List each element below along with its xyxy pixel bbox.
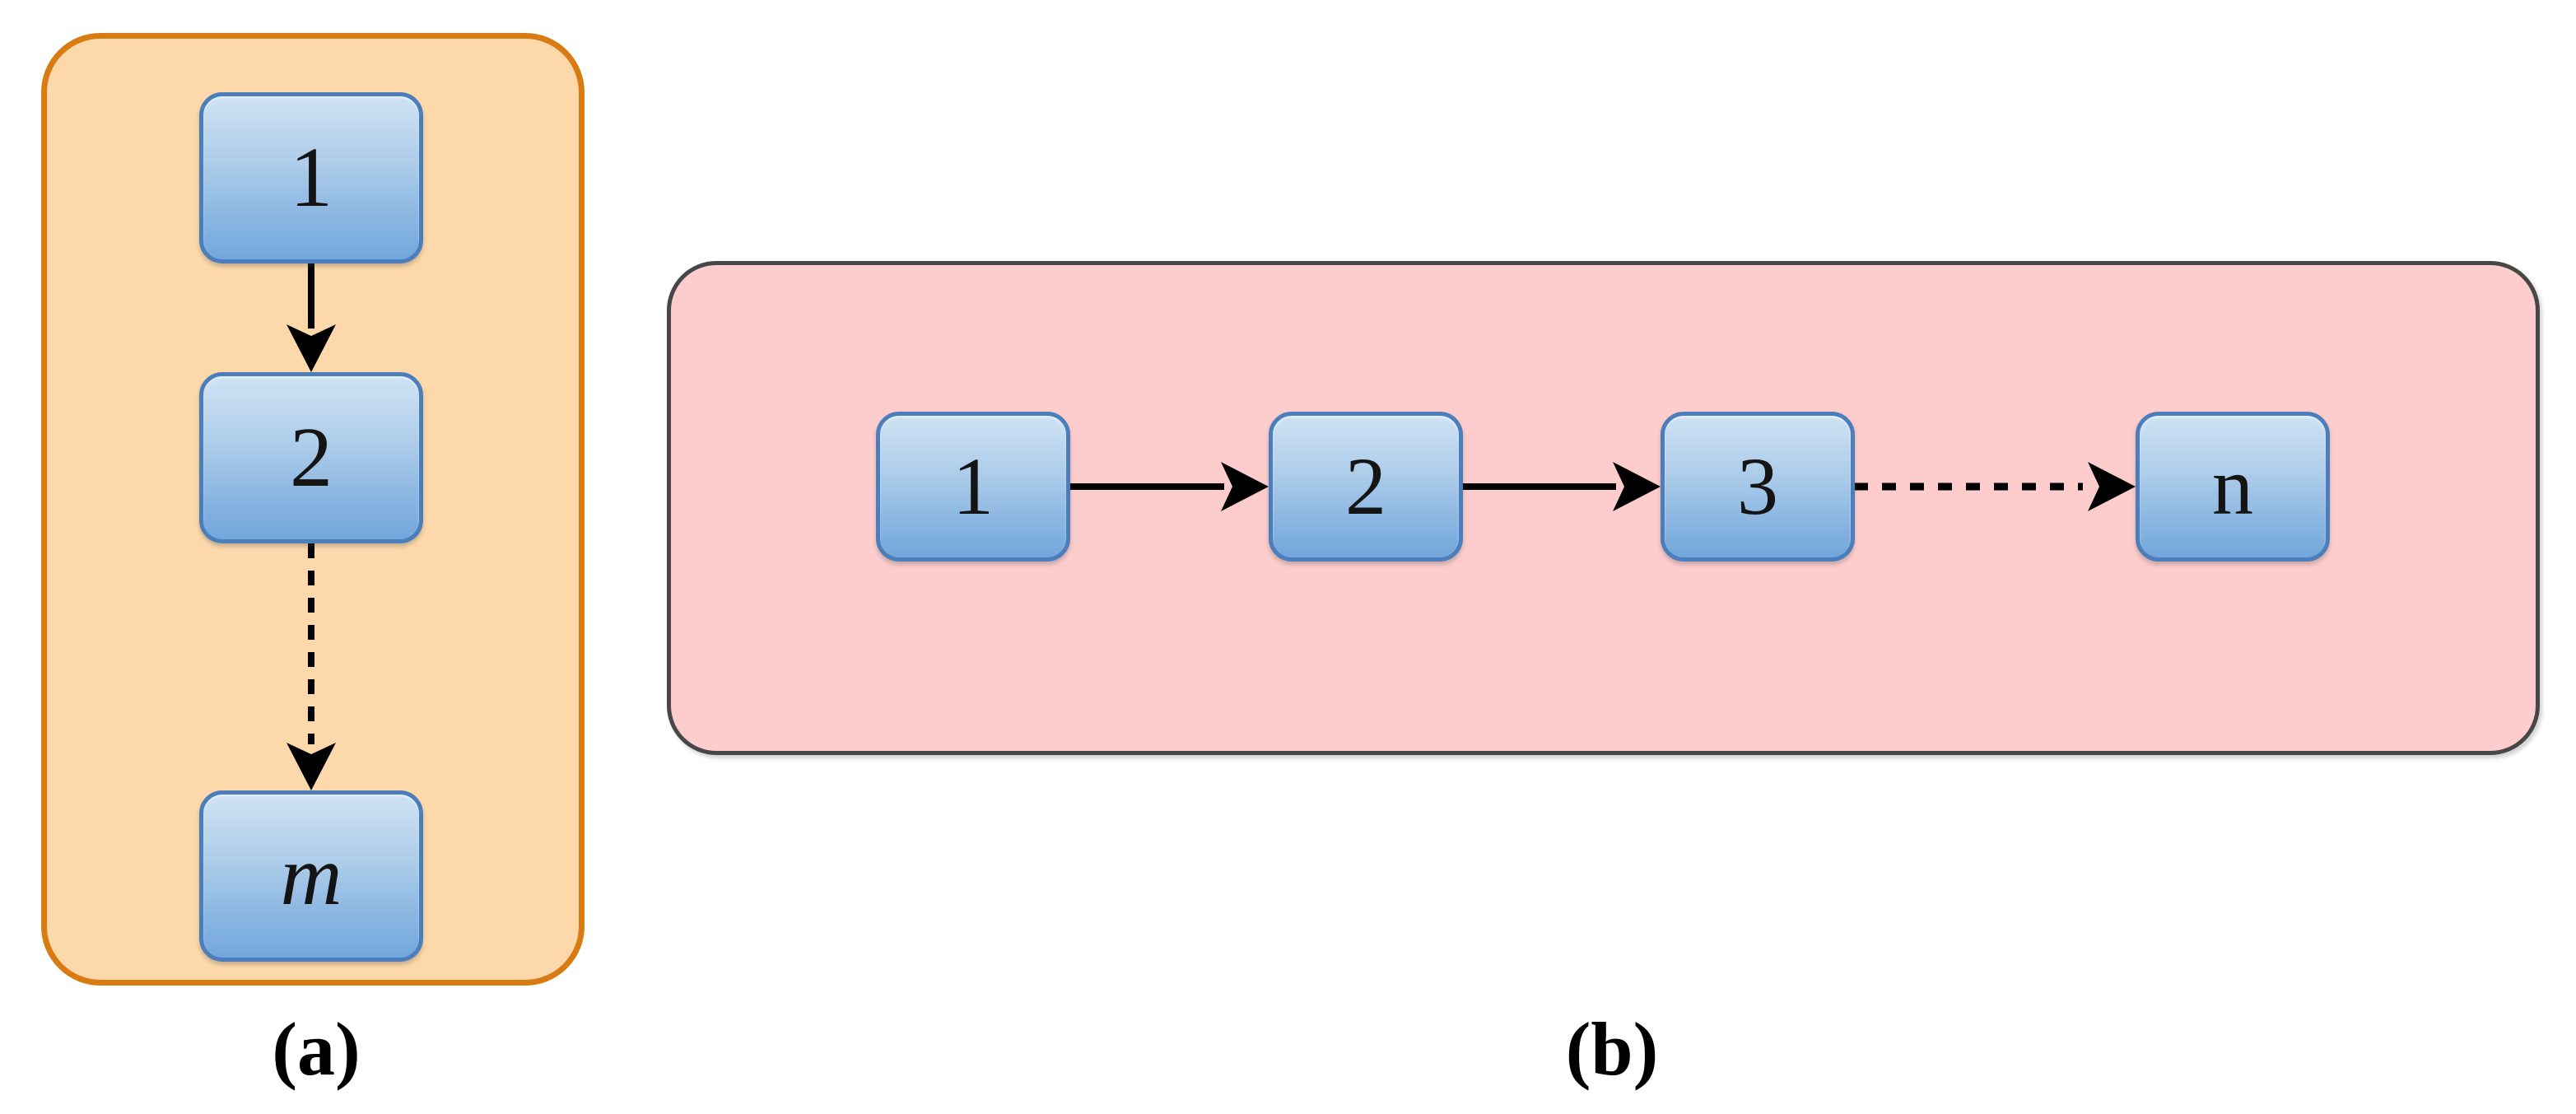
arrowhead-down-icon xyxy=(286,743,336,790)
node-a-m-label: m xyxy=(280,828,342,923)
arrow-a2-to-am-dashed xyxy=(286,543,336,790)
node-a-m: m xyxy=(199,790,423,962)
node-b-3: 3 xyxy=(1661,412,1855,562)
node-b-2: 2 xyxy=(1269,412,1463,562)
panel-b-container: 1 2 3 n xyxy=(667,261,2540,755)
node-b-n-label: n xyxy=(2212,440,2253,532)
arrow-a1-to-a2-solid xyxy=(286,263,336,372)
arrow-b1-to-b2-solid xyxy=(1070,462,1269,511)
arrowhead-right-icon xyxy=(2088,462,2136,511)
node-a-1: 1 xyxy=(199,92,423,263)
node-a-2-label: 2 xyxy=(290,410,333,505)
arrowhead-right-icon xyxy=(1613,462,1661,511)
node-b-n: n xyxy=(2136,412,2330,562)
panel-a-arrows xyxy=(286,263,336,790)
panel-a-container: 1 2 m xyxy=(41,33,585,986)
node-a-2: 2 xyxy=(199,372,423,543)
node-a-1-label: 1 xyxy=(290,130,333,225)
node-b-2-label: 2 xyxy=(1345,440,1386,532)
caption-panel-a: (a) xyxy=(272,1007,361,1091)
caption-panel-b: (b) xyxy=(1565,1007,1659,1091)
arrow-b3-to-bn-dashed xyxy=(1854,462,2136,511)
node-b-1-label: 1 xyxy=(953,440,994,532)
arrow-b2-to-b3-solid xyxy=(1463,462,1661,511)
arrowhead-right-icon xyxy=(1221,462,1269,511)
arrowhead-down-icon xyxy=(286,324,336,372)
panel-b-arrows xyxy=(1070,462,2136,511)
node-b-1: 1 xyxy=(876,412,1070,562)
node-b-3-label: 3 xyxy=(1737,440,1778,532)
